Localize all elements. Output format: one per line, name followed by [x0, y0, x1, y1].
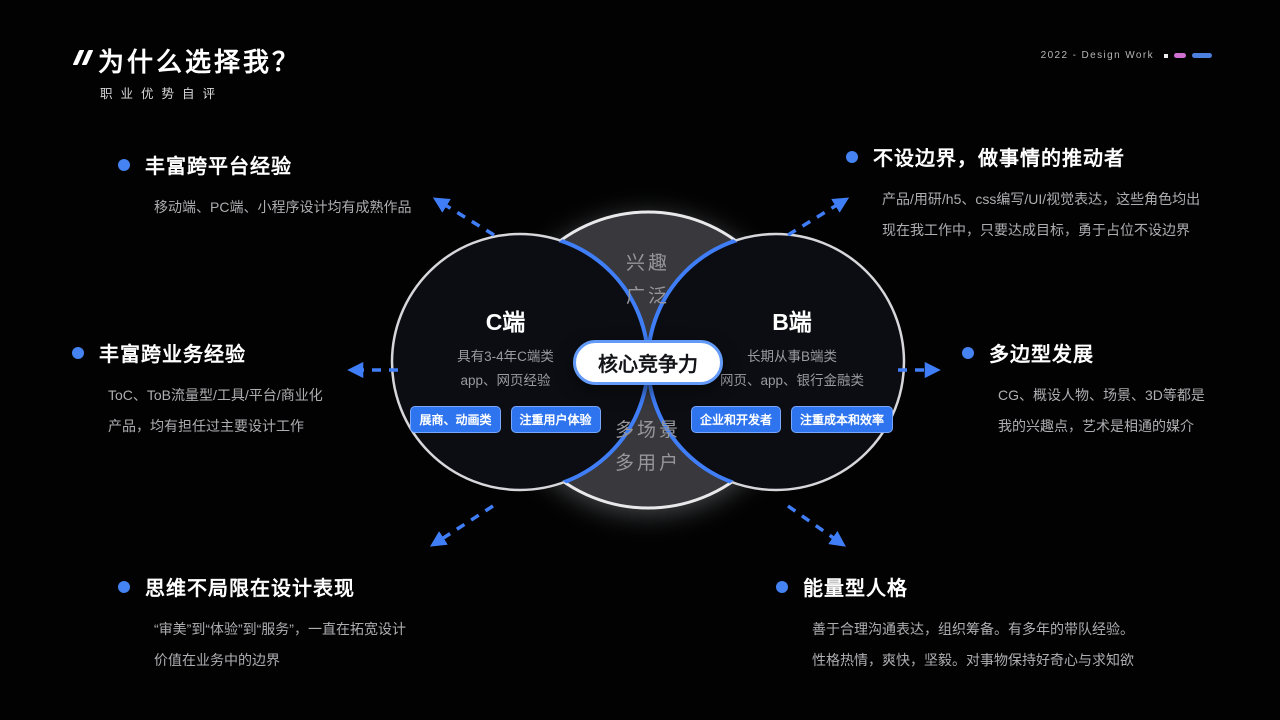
feature-desc: “审美”到“体验”到“服务”，一直在拓宽设计 价值在业务中的边界 [154, 621, 406, 668]
feature-desc: 善于合理沟通表达，组织筹备。有多年的带队经验。 性格热情，爽快，坚毅。对事物保持… [812, 621, 1134, 668]
b-circle-content: B端 长期从事B端类 网页、app、银行金融类 企业和开发者 注重成本和效率 [672, 303, 912, 433]
feature-no-boundaries: 不设边界，做事情的推动者 产品/用研/h5、css编写/UI/视觉表达，这些角色… [846, 142, 1242, 246]
feature-multi-development: 多边型发展 CG、概设人物、场景、3D等都是 我的兴趣点，艺术是相通的媒介 [962, 338, 1258, 442]
bottom-wedge-label: 多场景 多用户 [614, 420, 681, 474]
c-circle-desc: 具有3-4年C端类 app、网页经验 [457, 349, 554, 388]
meta-legend: 2022 - Design Work [1041, 50, 1212, 61]
feature-desc: 移动端、PC端、小程序设计均有成熟作品 [154, 199, 412, 215]
c-circle-title: C端 [485, 309, 526, 335]
feature-title: 丰富跨平台经验 [145, 156, 292, 178]
arrow-bottom-left-icon [429, 504, 494, 547]
page-subtitle: 职业优势自评 [100, 87, 224, 101]
arrow-bottom-right-icon [786, 504, 846, 547]
feature-title: 思维不局限在设计表现 [145, 578, 355, 600]
legend-blue-dash-icon [1192, 53, 1212, 58]
c-circle-badges: 展商、动画类 注重用户体验 [398, 406, 613, 433]
badge: 注重成本和效率 [791, 406, 894, 433]
feature-desc: 产品/用研/h5、css编写/UI/视觉表达，这些角色均出 现在我工作中，只要达… [882, 191, 1201, 238]
feature-title: 多边型发展 [989, 344, 1094, 366]
feature-title: 不设边界，做事情的推动者 [873, 148, 1125, 170]
feature-desc: CG、概设人物、场景、3D等都是 我的兴趣点，艺术是相通的媒介 [998, 387, 1205, 434]
ring-bullet-icon [118, 158, 130, 171]
feature-thinking-beyond-design: 思维不局限在设计表现 “审美”到“体验”到“服务”，一直在拓宽设计 价值在业务中… [118, 572, 494, 676]
ring-bullet-icon [72, 346, 84, 359]
legend-pink-dash-icon [1174, 53, 1186, 58]
feature-cross-business: 丰富跨业务经验 ToC、ToB流量型/工具/平台/商业化 产品，均有担任过主要设… [72, 338, 438, 442]
badge: 企业和开发者 [690, 406, 781, 433]
core-competency-pill: 核心竞争力 [573, 340, 723, 385]
feature-desc: ToC、ToB流量型/工具/平台/商业化 产品，均有担任过主要设计工作 [108, 387, 323, 434]
ring-bullet-icon [846, 150, 858, 163]
ring-bullet-icon [118, 580, 130, 593]
b-circle-badges: 企业和开发者 注重成本和效率 [672, 406, 912, 433]
arrow-top-right-icon [787, 197, 850, 237]
badge: 展商、动画类 [410, 406, 501, 433]
feature-cross-platform: 丰富跨平台经验 移动端、PC端、小程序设计均有成熟作品 [118, 150, 474, 223]
feature-title: 能量型人格 [803, 578, 908, 600]
legend-square-icon [1164, 53, 1168, 58]
feature-energetic-personality: 能量型人格 善于合理沟通表达，组织筹备。有多年的带队经验。 性格热情，爽快，坚毅… [776, 572, 1202, 676]
c-circle-content: C端 具有3-4年C端类 app、网页经验 展商、动画类 注重用户体验 [398, 303, 613, 433]
b-circle-title: B端 [772, 309, 812, 335]
ring-bullet-icon [962, 346, 974, 359]
page-title: 为什么选择我？ [98, 47, 302, 77]
b-circle-desc: 长期从事B端类 网页、app、银行金融类 [719, 349, 865, 388]
meta-text: 2022 - Design Work [1040, 50, 1154, 61]
feature-title: 丰富跨业务经验 [99, 344, 246, 366]
top-wedge-label: 兴趣 广泛 [625, 253, 670, 307]
badge: 注重用户体验 [510, 406, 601, 433]
ring-bullet-icon [776, 580, 788, 593]
quote-icon [72, 50, 94, 65]
